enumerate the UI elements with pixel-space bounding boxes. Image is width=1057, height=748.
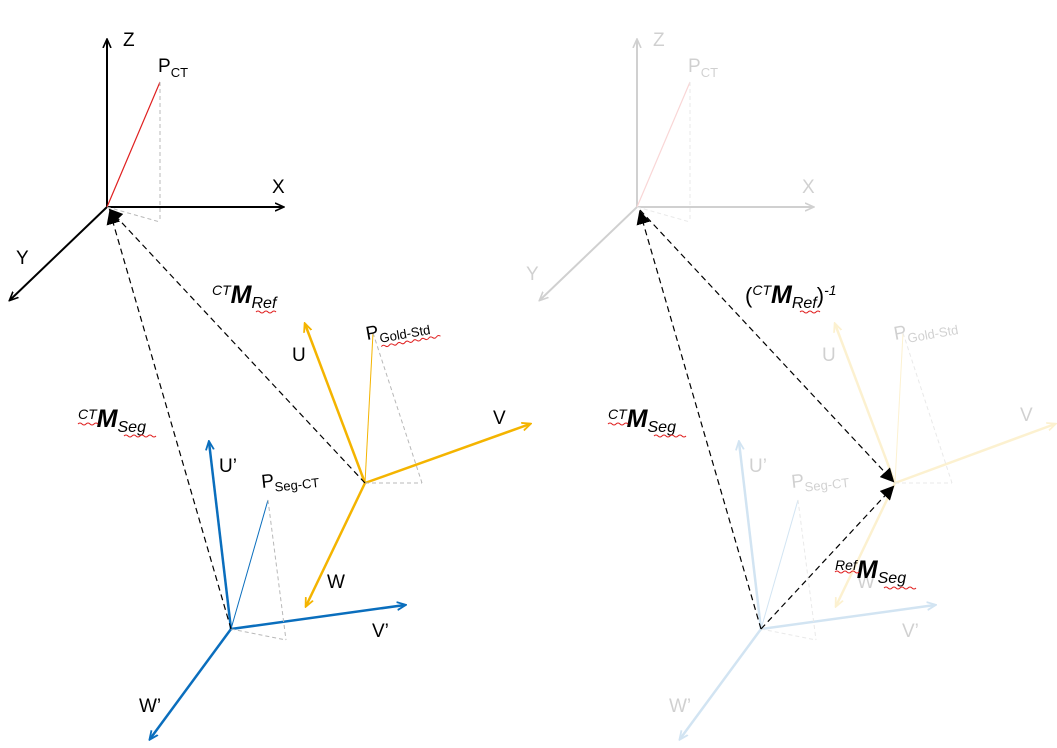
p-seg-ct-label: PSeg-CT xyxy=(260,466,320,496)
ct-point-vector xyxy=(636,81,691,208)
ct-frame-faded: Z X Y PCT xyxy=(526,30,815,300)
seg-v-label: V’ xyxy=(372,621,389,642)
seg-w-label: W’ xyxy=(669,696,691,717)
spell-squiggle xyxy=(799,310,821,314)
ref-u-axis xyxy=(835,324,897,484)
ct-m-ref-label: CTMRef xyxy=(212,281,278,312)
ct-z-label: Z xyxy=(653,30,665,51)
ref-frame-faded: U V W PGold-Std xyxy=(822,313,1055,606)
ref-v-label: V xyxy=(493,408,506,429)
p-ct-label: PCT xyxy=(158,56,188,80)
ct-z-label: Z xyxy=(123,30,135,51)
ct-x-label: X xyxy=(802,177,815,198)
spell-squiggle xyxy=(883,586,917,590)
ref-u-axis xyxy=(305,324,367,484)
ref-frame: U V W PGold-Std xyxy=(292,312,530,606)
ct-m-ref-inverse-arrow xyxy=(639,209,895,483)
ct-y-label: Y xyxy=(16,248,29,269)
ct-m-seg-arrow xyxy=(106,210,232,630)
ref-m-seg-label: RefMSeg xyxy=(835,556,906,587)
seg-w-label: W’ xyxy=(139,696,161,717)
ref-u-label: U xyxy=(292,345,306,366)
ct-x-label: X xyxy=(272,177,285,198)
ref-m-seg-arrow xyxy=(760,485,895,630)
seg-v-axis xyxy=(230,605,405,631)
p-gold-std-label: PGold-Std xyxy=(892,313,959,348)
right-diagram: Z X Y PCT U V W PGold-Std xyxy=(526,30,1055,739)
spell-squiggle xyxy=(834,570,860,574)
gold-point-drop xyxy=(372,332,423,484)
seg-point-base xyxy=(760,628,817,641)
seg-u-axis xyxy=(209,442,233,630)
seg-point-drop xyxy=(797,499,817,641)
gold-point-vector xyxy=(364,332,374,484)
ct-point-base xyxy=(106,206,161,223)
left-diagram: Z X Y PCT U V W PGold-Std xyxy=(10,30,530,739)
gold-point-drop xyxy=(902,332,953,484)
p-seg-ct-label: PSeg-CT xyxy=(790,466,850,496)
ref-v-label: V xyxy=(1020,405,1033,426)
ct-m-ref-arrow xyxy=(108,208,366,484)
seg-w-axis xyxy=(680,628,763,739)
seg-point-vector xyxy=(760,499,799,630)
ct-y-label: Y xyxy=(526,264,539,285)
ct-y-axis xyxy=(10,206,108,300)
spell-squiggle xyxy=(380,335,441,348)
ref-v-axis xyxy=(364,424,530,485)
ct-m-seg-label-right: CTMSeg xyxy=(608,405,676,436)
seg-u-axis xyxy=(739,442,763,630)
ref-w-axis xyxy=(836,482,897,606)
ct-m-seg-label-left: CTMSeg xyxy=(78,405,146,436)
ct-point-base xyxy=(636,206,691,223)
seg-point-vector xyxy=(230,499,269,630)
spell-squiggle xyxy=(653,434,687,438)
ct-frame: Z X Y PCT xyxy=(10,30,285,300)
seg-v-label: V’ xyxy=(902,621,919,642)
seg-v-axis xyxy=(760,605,935,631)
seg-frame: U’ V’ W’ PSeg-CT xyxy=(139,442,405,739)
ct-m-seg-arrow xyxy=(636,210,762,630)
spell-squiggle xyxy=(255,310,277,314)
seg-w-axis xyxy=(150,628,233,739)
ref-w-label: W xyxy=(327,572,345,593)
spell-squiggle xyxy=(77,422,99,426)
ct-point-vector xyxy=(106,81,161,208)
spell-squiggle xyxy=(607,422,629,426)
ref-w-label: W xyxy=(857,572,875,593)
ct-m-ref-inverse-label: (CTMRef)-1 xyxy=(745,281,837,312)
seg-point-drop xyxy=(267,499,287,641)
ref-u-label: U xyxy=(822,345,836,366)
seg-frame-faded: U’ V’ W’ PSeg-CT xyxy=(669,442,935,739)
ct-y-axis xyxy=(540,206,638,300)
seg-point-base xyxy=(230,628,287,641)
ref-v-axis xyxy=(894,424,1055,485)
ref-w-axis xyxy=(306,482,367,606)
gold-point-vector xyxy=(894,332,904,484)
seg-u-label: U’ xyxy=(749,456,767,477)
spell-squiggle xyxy=(123,434,157,438)
seg-u-label: U’ xyxy=(219,456,237,477)
p-ct-label: PCT xyxy=(688,56,718,80)
